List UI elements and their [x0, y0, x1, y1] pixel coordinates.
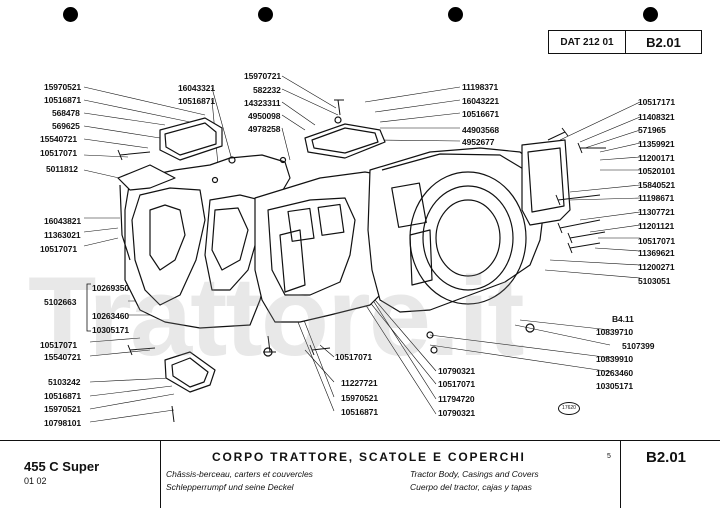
- part-label: 10263460: [92, 311, 130, 321]
- part-label: 10790321: [438, 408, 476, 418]
- part-label: 5107399: [622, 341, 655, 351]
- part-label: 15970521: [44, 82, 82, 92]
- model-code: 01 02: [24, 476, 47, 486]
- binder-hole-1: [63, 7, 78, 22]
- part-label: 14323311: [244, 98, 281, 108]
- part-label: 10517071: [40, 244, 78, 254]
- part-label: 4952677: [462, 137, 495, 147]
- exploded-diagram: [83, 75, 641, 423]
- part-label: B4.11: [612, 314, 634, 324]
- part-label: 10516871: [44, 391, 82, 401]
- part-label: 11369621: [638, 248, 675, 258]
- part-label: 568478: [52, 108, 80, 118]
- part-label: 582232: [253, 85, 281, 95]
- part-label: 11201121: [638, 221, 675, 231]
- part-label: 10516871: [44, 95, 82, 105]
- part-label: 10790321: [438, 366, 476, 376]
- part-label: 11198371: [462, 82, 499, 92]
- part-label: 15540721: [44, 352, 82, 362]
- part-label: 10517071: [40, 340, 78, 350]
- title-es: Cuerpo del tractor, cajas y tapas: [410, 482, 532, 492]
- part-label: 15970521: [44, 404, 82, 414]
- bracket: [86, 283, 91, 332]
- part-label: 11363021: [44, 230, 81, 240]
- part-label: 10839710: [596, 327, 634, 337]
- part-label: 10269350: [92, 283, 130, 293]
- part-label: 10516671: [462, 109, 500, 119]
- part-label: 10305171: [92, 325, 130, 335]
- part-label: 571965: [638, 125, 666, 135]
- reference-box: DAT 212 01 B2.01: [548, 30, 702, 54]
- part-label: 10516871: [341, 407, 379, 417]
- footer-page-code: B2.01: [646, 449, 687, 466]
- part-label: 10517071: [335, 352, 373, 362]
- part-label: 5103242: [48, 377, 81, 387]
- dat-code: DAT 212 01: [549, 31, 626, 53]
- part-label: 10517071: [438, 379, 476, 389]
- model-name: 455 C Super: [24, 459, 100, 474]
- binder-hole-2: [258, 7, 273, 22]
- part-label: 11359921: [638, 139, 675, 149]
- section-title: CORPO TRATTORE, SCATOLE E COPERCHI: [212, 450, 526, 464]
- part-label: 16043321: [178, 83, 216, 93]
- part-label: 5011812: [46, 164, 78, 174]
- part-label: 11200171: [638, 153, 675, 163]
- part-label: 10516871: [178, 96, 216, 106]
- part-label: 11198671: [638, 193, 675, 203]
- part-label: 10517071: [40, 148, 78, 158]
- part-label: 16043821: [44, 216, 82, 226]
- part-label: 10798101: [44, 418, 82, 428]
- part-label: 10520101: [638, 166, 676, 176]
- small-mark: 5: [607, 453, 611, 460]
- watermark: Trattore.it: [28, 254, 525, 379]
- title-de: Schlepperrumpf und seine Deckel: [166, 482, 294, 492]
- part-label: 11200271: [638, 262, 675, 272]
- divider: [160, 441, 161, 508]
- part-label: 15970521: [341, 393, 379, 403]
- part-label: 15970721: [244, 71, 282, 81]
- part-label: 11227721: [341, 378, 378, 388]
- page-code: B2.01: [646, 34, 681, 50]
- binder-hole-4: [643, 7, 658, 22]
- part-label: 11794720: [438, 394, 475, 404]
- part-label: 15840521: [638, 180, 676, 190]
- binder-hole-3: [448, 7, 463, 22]
- part-label: 44903568: [462, 125, 500, 135]
- title-fr: Châssis-berceau, carters et couvercles: [166, 469, 313, 479]
- divider: [620, 441, 621, 508]
- part-label: 5103051: [638, 276, 671, 286]
- part-label: 10517171: [638, 97, 676, 107]
- part-label: 10305171: [596, 381, 634, 391]
- part-label: 15540721: [40, 134, 78, 144]
- part-label: 4950098: [248, 111, 281, 121]
- part-label: 4978258: [248, 124, 281, 134]
- part-label: 16043221: [462, 96, 500, 106]
- part-label: 11307721: [638, 207, 675, 217]
- title-block: 455 C Super 01 02 CORPO TRATTORE, SCATOL…: [0, 440, 720, 508]
- part-label: 569625: [52, 121, 80, 131]
- part-label: 10263460: [596, 368, 634, 378]
- part-label: 10517071: [638, 236, 676, 246]
- part-label: 11408321: [638, 112, 675, 122]
- title-en: Tractor Body, Casings and Covers: [410, 469, 539, 479]
- drawing-stamp: 17620: [558, 402, 580, 415]
- part-label: 10839910: [596, 354, 634, 364]
- part-label: 5102663: [44, 297, 77, 307]
